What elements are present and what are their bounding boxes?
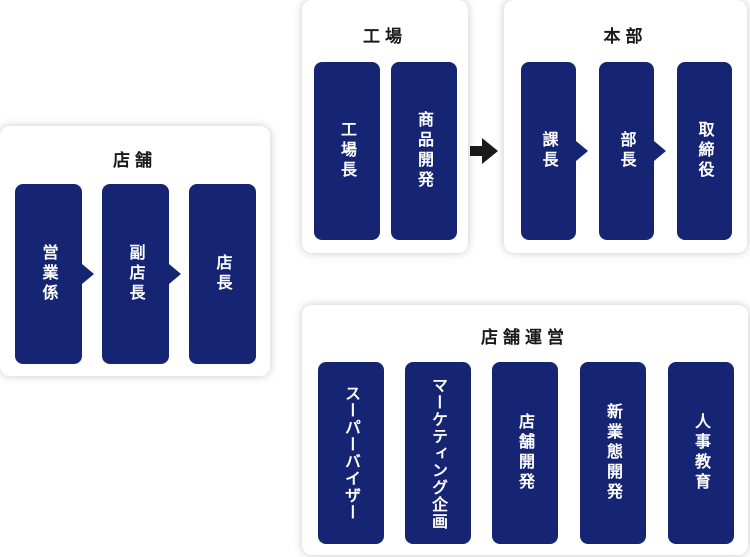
hq-panel: 本部 課長 部長 取締役: [504, 0, 747, 253]
store-chevron-2: [169, 264, 181, 284]
store-title: 店舗: [113, 151, 157, 171]
factory-title: 工場: [363, 27, 407, 47]
operations-panel: 店舗運営 スーパーバイザー マーケティング企画 店舗開発 新業態開発 人事教育: [302, 305, 748, 555]
store-card-manager: 店長: [189, 184, 256, 364]
factory-card-product-dev: 商品開発: [391, 62, 457, 240]
arrow-store-to-operations: [270, 321, 299, 351]
hq-card-director: 取締役: [677, 62, 732, 240]
store-card-sales: 営業係: [15, 184, 82, 364]
factory-panel: 工場 工場長 商品開発: [302, 0, 468, 253]
hq-chevron-2: [654, 141, 666, 161]
hq-title: 本部: [603, 27, 648, 47]
store-panel: 店舗 営業係 副店長 店長: [0, 126, 270, 376]
operations-card-hr-training: 人事教育: [668, 362, 734, 544]
hq-card-section-chief: 課長: [521, 62, 576, 240]
arrow-operations-to-hq-head: [597, 256, 623, 272]
arrow-factory-to-hq: [470, 138, 498, 164]
arrow-operations-to-hq: [606, 270, 707, 304]
hq-card-department-head: 部長: [599, 62, 654, 240]
factory-card-manager: 工場長: [314, 62, 380, 240]
hq-chevron-1: [576, 141, 588, 161]
store-card-deputy: 副店長: [102, 184, 169, 364]
operations-title: 店舗運営: [481, 328, 569, 348]
operations-card-marketing: マーケティング企画: [405, 362, 471, 544]
store-chevron-1: [82, 264, 94, 284]
operations-card-supervisor: スーパーバイザー: [318, 362, 384, 544]
operations-card-new-business-dev: 新業態開発: [580, 362, 646, 544]
arrow-store-to-factory: [270, 131, 301, 162]
operations-card-store-dev: 店舗開発: [492, 362, 558, 544]
